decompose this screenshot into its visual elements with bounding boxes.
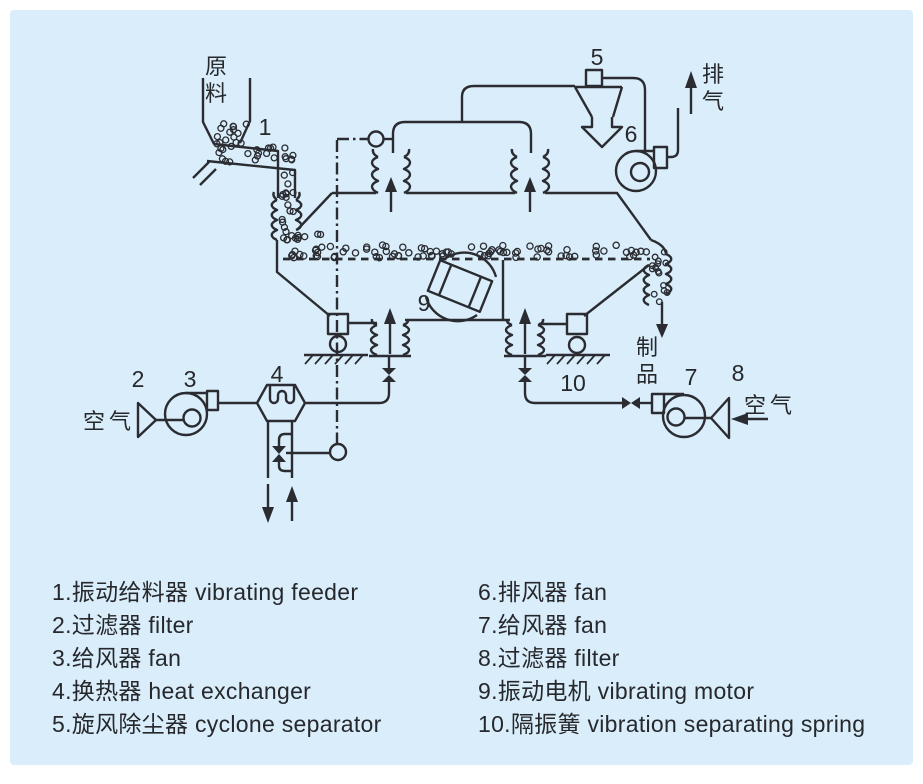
valve-left xyxy=(382,368,396,382)
air-in-arrow-right xyxy=(731,413,768,425)
exhaust-label: 排气 xyxy=(701,62,724,114)
legend-item: 9.振动电机 vibrating motor xyxy=(478,678,755,704)
product-arrow xyxy=(656,302,668,338)
equipment-number-9: 9 xyxy=(418,290,431,316)
exhaust-arrow xyxy=(685,71,697,114)
legend-item: 2.过滤器 filter xyxy=(52,612,194,638)
supply-fan-right xyxy=(650,392,712,439)
exhaust-duct-right xyxy=(509,148,551,195)
equipment-number-5: 5 xyxy=(591,44,604,70)
product-label: 制品 xyxy=(635,335,658,387)
steam-out-arrow xyxy=(262,484,274,523)
air-duct-left xyxy=(306,318,411,405)
legend-item: 7.给风器 fan xyxy=(478,612,608,638)
particles-feeder xyxy=(215,142,289,166)
supply-fan-left xyxy=(163,389,257,437)
air-flow-arrow-bottom-left xyxy=(384,308,396,354)
filter-left xyxy=(136,401,184,439)
equipment-number-7: 7 xyxy=(685,364,698,390)
particles-hopper xyxy=(213,120,250,148)
air-label-right: 空气 xyxy=(744,393,797,418)
centerline xyxy=(335,137,368,444)
particles-spill xyxy=(279,230,326,260)
product-outlet xyxy=(642,252,673,307)
heat-exchanger xyxy=(255,383,330,478)
air-flow-arrow-top-right xyxy=(524,177,536,212)
equipment-number-8: 8 xyxy=(732,360,745,386)
exhaust-duct-left xyxy=(370,148,412,195)
filter-right xyxy=(709,396,731,440)
spring-mount-right xyxy=(546,312,610,365)
equipment-number-6: 6 xyxy=(625,121,638,147)
bypass-valve xyxy=(272,446,286,462)
cyclone-separator xyxy=(573,68,647,152)
particles-fluidized-bed xyxy=(288,241,651,262)
raw-material-label: 原料 xyxy=(204,54,227,106)
air-duct-right xyxy=(504,318,652,405)
legend-item: 3.给风器 fan xyxy=(52,645,182,671)
vibrating-motor xyxy=(424,251,498,323)
valve-right xyxy=(518,368,532,382)
damper-control-circle xyxy=(328,442,348,462)
legend-item: 6.排风器 fan xyxy=(478,579,608,605)
legend-item: 1.振动给料器 vibrating feeder xyxy=(52,579,359,605)
legend-item: 4.换热器 heat exchanger xyxy=(52,678,312,704)
dryer-body xyxy=(275,191,668,326)
steam-in-arrow xyxy=(286,486,298,521)
spring-mount-left xyxy=(304,312,368,365)
air-flow-arrow-top-left xyxy=(385,177,397,212)
equipment-number-3: 3 xyxy=(184,366,197,392)
legend-item: 8.过滤器 filter xyxy=(478,645,620,671)
legend-item: 10.隔振簧 vibration separating spring xyxy=(478,711,866,737)
diagram-panel xyxy=(10,10,913,765)
equipment-number-1: 1 xyxy=(259,114,272,140)
legend-item: 5.旋风除尘器 cyclone separator xyxy=(52,711,382,737)
air-flow-arrow-bottom-right xyxy=(519,308,531,354)
equipment-number-2: 2 xyxy=(132,366,145,392)
air-label-left: 空气 xyxy=(83,409,136,434)
exhaust-fan xyxy=(614,108,680,193)
equipment-number-4: 4 xyxy=(271,361,284,387)
particles-outlet xyxy=(648,248,671,306)
valve-main-right xyxy=(622,397,640,409)
manifold-duct xyxy=(367,84,575,153)
equipment-number-10: 10 xyxy=(560,370,586,396)
